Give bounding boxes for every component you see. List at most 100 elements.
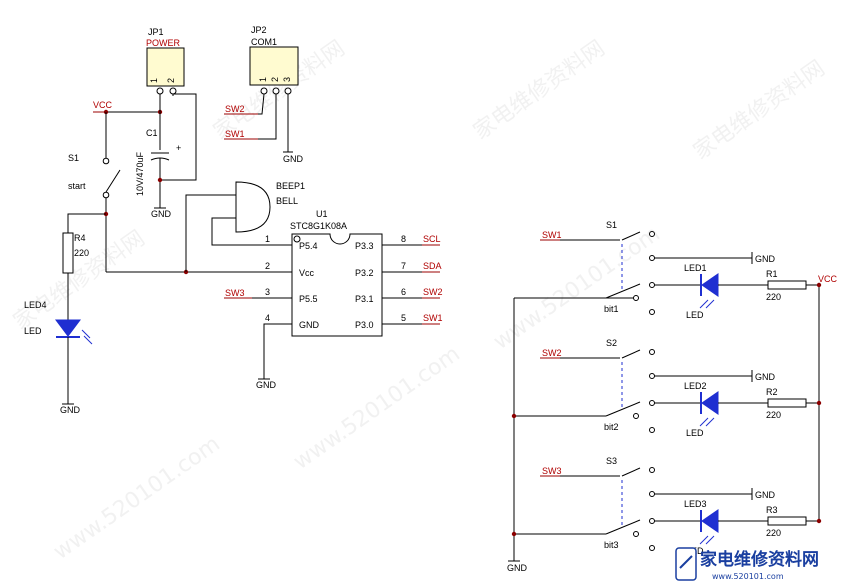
u1-gnd-label: GND <box>256 380 277 390</box>
wire <box>185 194 236 272</box>
u1-pin-name: P3.1 <box>355 294 374 304</box>
led-diode-icon <box>701 273 719 297</box>
stage-net-label: SW1 <box>542 230 562 240</box>
stages-gnd-label: GND <box>507 563 528 573</box>
stage-led-ref: LED1 <box>684 263 707 273</box>
led-ray <box>705 299 715 309</box>
jp2-ref: JP2 <box>251 25 267 35</box>
logo-text-url: www.520101.com <box>712 572 784 581</box>
switch-lever <box>605 519 641 535</box>
stage-net-label: SW3 <box>542 466 562 476</box>
u1-pin-number: 4 <box>265 313 270 323</box>
jp1-pin1-label: 1 <box>149 78 159 83</box>
stage-led-ref: LED3 <box>684 499 707 509</box>
led-ray <box>705 417 715 427</box>
u1-pin4-line <box>263 323 292 379</box>
beep-value: BELL <box>276 196 298 206</box>
switch-contact <box>649 400 655 406</box>
watermark: www.520101.com www.520101.com www.520101… <box>9 36 830 565</box>
switch-contact <box>633 413 639 419</box>
wire <box>258 93 265 115</box>
stage-gnd-label: GND <box>755 254 776 264</box>
jp2-pin1 <box>260 87 268 95</box>
stage-led-value: LED <box>686 310 704 320</box>
power-section: VCC C1 10V/470uF + GND S1 start R4 220 L… <box>24 93 305 415</box>
u1-pin-number: 6 <box>401 287 406 297</box>
led4-gnd-label: GND <box>60 405 81 415</box>
stage-led-ref: LED2 <box>684 381 707 391</box>
r4-body <box>62 232 74 274</box>
led-ray <box>699 299 709 309</box>
watermark-cn-text: 家电维修资料网 <box>689 56 830 165</box>
jp2-pin2 <box>272 87 280 95</box>
u1-net-sw1: SW1 <box>423 313 443 323</box>
s1-start-lever <box>105 169 121 193</box>
u1-pin-number: 8 <box>401 234 406 244</box>
watermark-site-text: www.520101.com <box>289 341 465 474</box>
junction <box>511 531 517 537</box>
stage-bit-label: bit3 <box>604 540 619 550</box>
switch-contact <box>633 295 639 301</box>
led4-diode-icon <box>55 319 81 337</box>
switch-contact <box>649 255 655 261</box>
watermark-site-text: www.520101.com <box>49 431 225 564</box>
u1-pin1-mark <box>293 235 301 243</box>
junction <box>816 282 822 288</box>
bell-icon <box>235 181 271 233</box>
switch-contact <box>633 531 639 537</box>
stage-res-value: 220 <box>766 528 781 538</box>
logo-icon-stroke <box>679 555 693 569</box>
led-ray <box>705 535 715 545</box>
stage-res-value: 220 <box>766 292 781 302</box>
u1-pin-number: 3 <box>265 287 270 297</box>
jp1-body <box>146 47 185 87</box>
switch-contact <box>649 282 655 288</box>
u1-pin-name: GND <box>299 320 320 330</box>
logo-icon <box>675 547 697 581</box>
u1-pin-name: Vcc <box>299 268 315 278</box>
stage-switch-ref: S2 <box>606 338 617 348</box>
jp2-gnd-label: GND <box>283 154 304 164</box>
jp2-pin3 <box>284 87 292 95</box>
wire <box>67 213 106 233</box>
jp1-connector: JP1 POWER 1 2 <box>146 27 185 95</box>
watermark-site-text: www.520101.com <box>489 221 665 354</box>
stage-net-label: SW2 <box>542 348 562 358</box>
wire <box>258 94 277 140</box>
led4-ref: LED4 <box>24 300 47 310</box>
stage-switch-ref: S1 <box>606 220 617 230</box>
u1-net-scl: SCL <box>423 234 441 244</box>
logo-text-cn: 家电维修资料网 <box>700 549 819 570</box>
c1-gnd-label: GND <box>151 209 172 219</box>
led-ray <box>699 535 709 545</box>
jp2-pin3-label: 3 <box>282 77 292 82</box>
jp1-ref: JP1 <box>148 27 164 37</box>
led-diode-icon <box>701 391 719 415</box>
jp1-pin1 <box>156 87 164 95</box>
switch-contact <box>649 349 655 355</box>
switch-lever <box>621 467 641 477</box>
s1-start-label: start <box>68 181 86 191</box>
u1-pin-name: P5.5 <box>299 294 318 304</box>
u1-ref: U1 <box>316 209 328 219</box>
switch-contact <box>649 545 655 551</box>
s1-start-contact <box>102 157 110 165</box>
u1-chip: U1 STC8G1K08A 1 P5.4 2 Vcc SW3 3 P5.5 4 … <box>224 209 443 390</box>
site-logo: 家电维修资料网 www.520101.com <box>675 547 819 581</box>
switch-contact <box>649 467 655 473</box>
led4-value: LED <box>24 326 42 336</box>
stage-led-value: LED <box>686 428 704 438</box>
stage-gnd-label: GND <box>755 490 776 500</box>
c1-ref: C1 <box>146 128 158 138</box>
jp2-pin2-label: 2 <box>270 77 280 82</box>
stage-bit-label: bit2 <box>604 422 619 432</box>
u1-pin-number: 2 <box>265 261 270 271</box>
stage-switch-ref: S3 <box>606 456 617 466</box>
switch-contact <box>649 518 655 524</box>
stage-res-ref: R3 <box>766 505 778 515</box>
u1-body <box>291 233 383 337</box>
u1-pin-number: 1 <box>265 234 270 244</box>
switch-contact <box>649 231 655 237</box>
resistor-body <box>767 398 807 408</box>
